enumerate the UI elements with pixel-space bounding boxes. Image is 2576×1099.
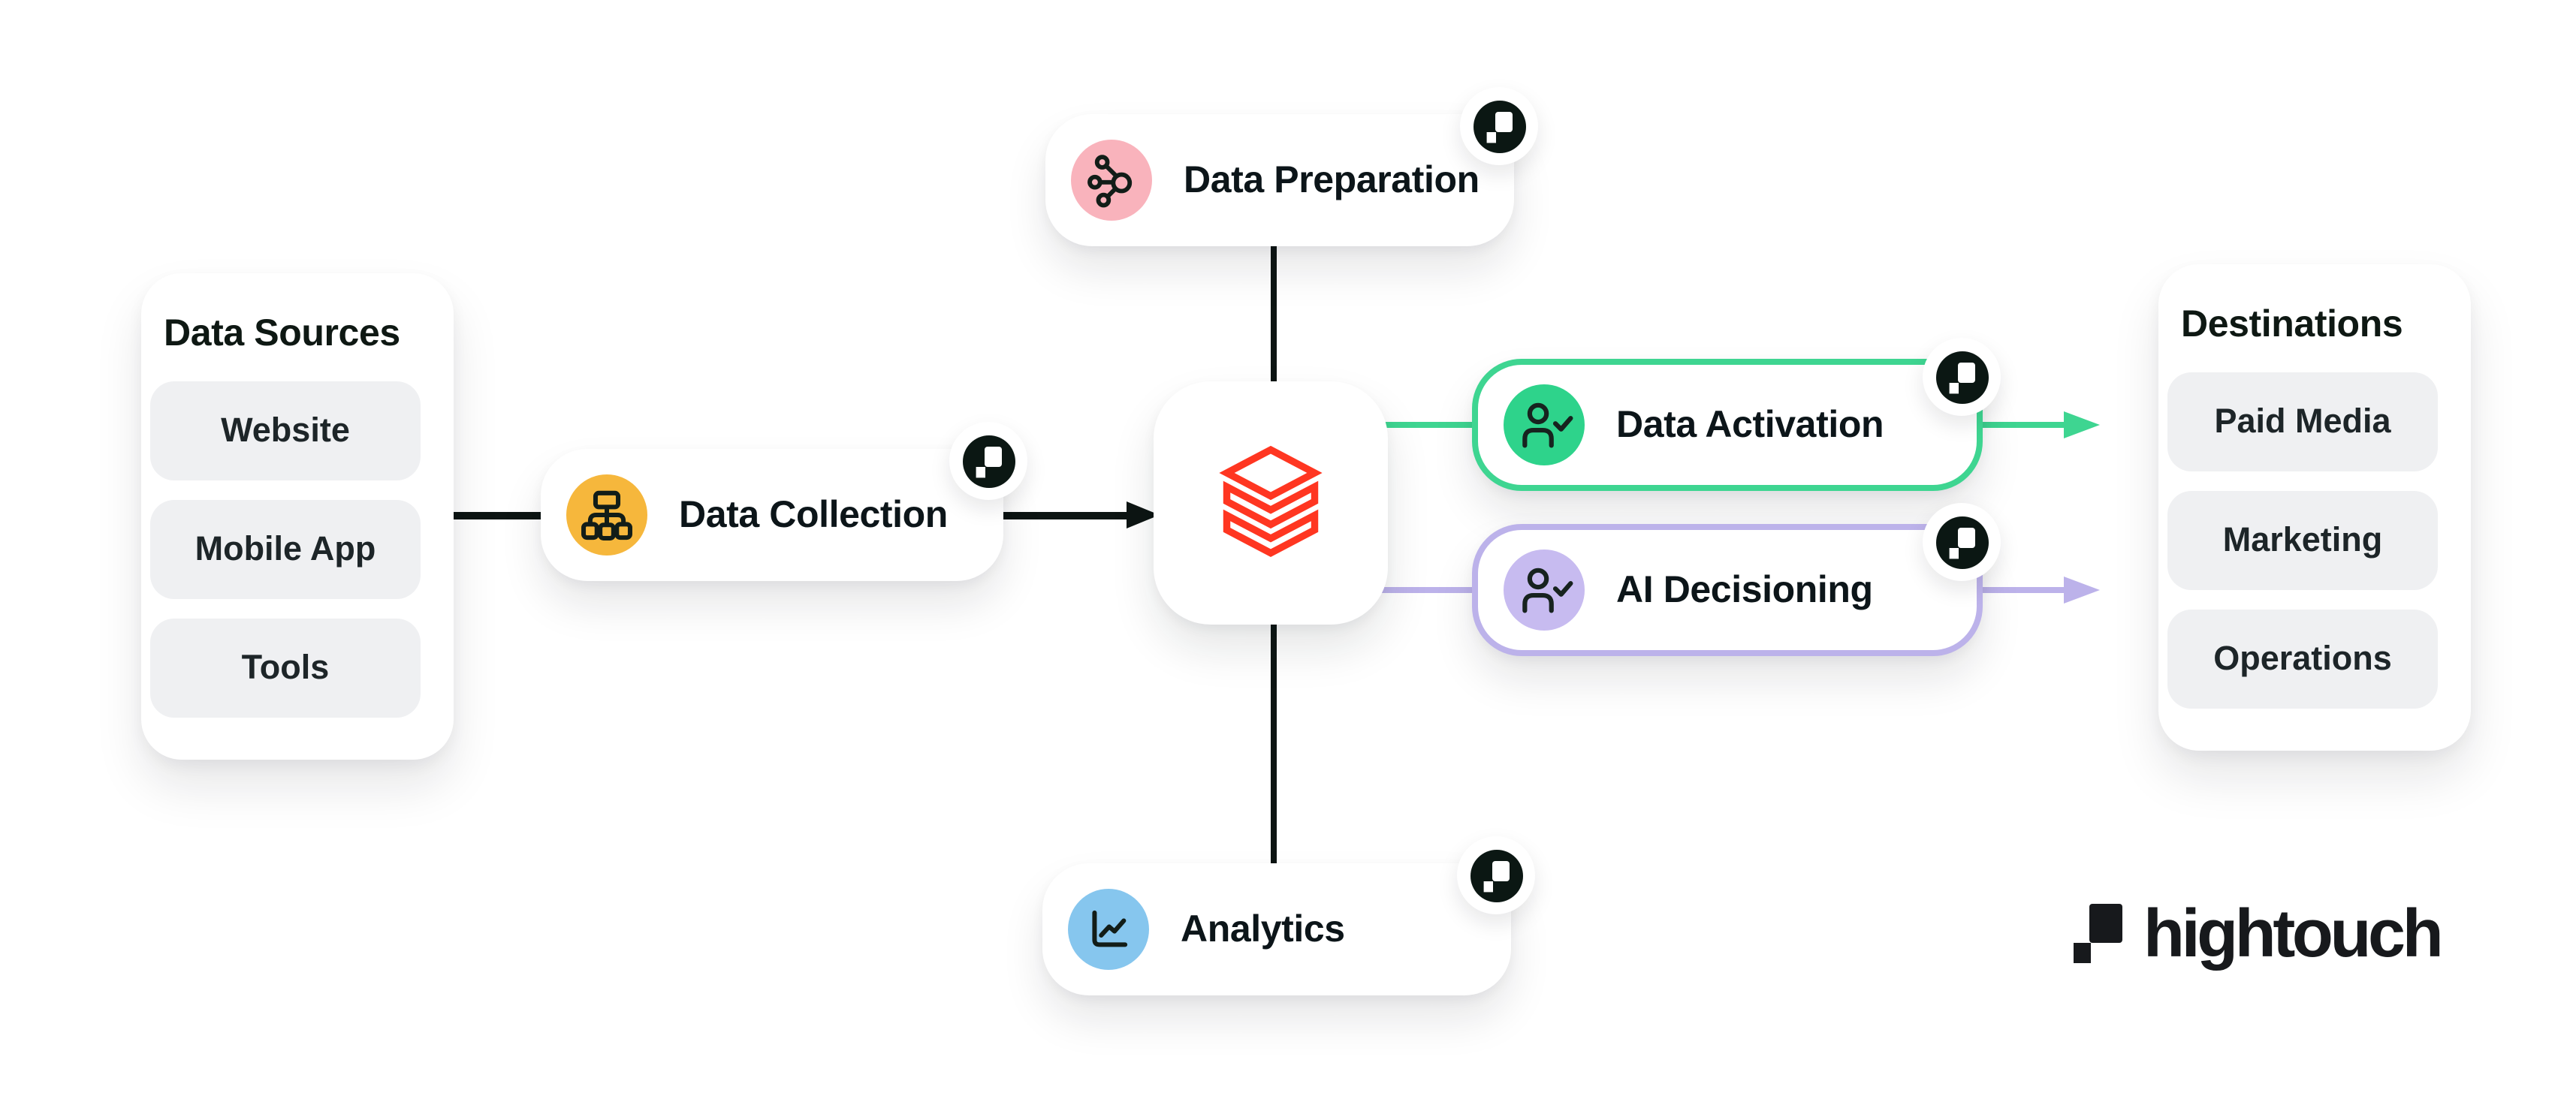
hightouch-mark-icon bbox=[1935, 351, 1988, 403]
user-check-icon bbox=[1504, 384, 1585, 465]
hightouch-wordmark: hightouch bbox=[2143, 895, 2444, 971]
hightouch-mark-icon bbox=[962, 435, 1015, 487]
node-ai-decisioning: AI Decisioning bbox=[1472, 503, 2001, 656]
databricks-logo bbox=[1219, 445, 1323, 558]
hightouch-logo: hightouch bbox=[2073, 895, 2444, 971]
hightouch-badge bbox=[1460, 87, 1538, 165]
node-label-ai-decisioning: AI Decisioning bbox=[1616, 568, 1873, 610]
databricks-tile bbox=[1154, 381, 1388, 625]
source-item-website: Website bbox=[150, 381, 421, 480]
hightouch-mark-icon bbox=[1935, 516, 1988, 568]
arrowhead-decisioning-to-destinations bbox=[2064, 576, 2100, 603]
node-label-data-collection: Data Collection bbox=[679, 493, 948, 535]
node-data-collection: Data Collection bbox=[541, 422, 1027, 581]
node-data-preparation: Data Preparation bbox=[1045, 87, 1538, 246]
connector-databricks-to-activation bbox=[1382, 421, 1475, 429]
data-sources-list: Website Mobile App Tools bbox=[150, 381, 421, 718]
destination-item-marketing: Marketing bbox=[2167, 491, 2438, 590]
connector-sources-to-collection bbox=[445, 512, 544, 519]
node-label-data-activation: Data Activation bbox=[1616, 403, 1884, 445]
destinations-card: Destinations Paid Media Marketing Operat… bbox=[2158, 264, 2471, 751]
sitemap-icon bbox=[566, 474, 647, 556]
node-analytics: Analytics bbox=[1042, 836, 1535, 995]
destination-item-paid-media: Paid Media bbox=[2167, 372, 2438, 471]
node-label-analytics: Analytics bbox=[1181, 908, 1345, 950]
hightouch-badge bbox=[1923, 338, 2001, 416]
user-check-icon bbox=[1504, 550, 1585, 631]
hub-network-icon bbox=[1071, 140, 1152, 221]
node-label-data-preparation: Data Preparation bbox=[1184, 158, 1480, 200]
hightouch-mark-icon bbox=[1470, 849, 1522, 902]
data-sources-title: Data Sources bbox=[164, 312, 400, 354]
line-chart-icon bbox=[1068, 889, 1149, 970]
hightouch-logo-mark-icon bbox=[2074, 904, 2122, 963]
data-sources-card: Data Sources Website Mobile App Tools bbox=[141, 273, 454, 760]
source-item-tools: Tools bbox=[150, 619, 421, 718]
hightouch-mark-icon bbox=[1473, 100, 1525, 152]
connector-decisioning-to-destinations bbox=[1980, 586, 2067, 594]
destination-item-operations: Operations bbox=[2167, 610, 2438, 709]
destinations-list: Paid Media Marketing Operations bbox=[2167, 372, 2438, 709]
destinations-title: Destinations bbox=[2181, 303, 2403, 345]
connector-databricks-to-decisioning bbox=[1382, 586, 1475, 594]
arrowhead-activation-to-destinations bbox=[2064, 411, 2100, 438]
hightouch-badge bbox=[949, 422, 1027, 500]
connector-collection-to-databricks bbox=[1003, 512, 1127, 519]
hightouch-badge bbox=[1923, 503, 2001, 581]
connector-activation-to-destinations bbox=[1980, 421, 2067, 429]
connector-preparation-to-databricks bbox=[1270, 246, 1277, 384]
connector-databricks-to-analytics bbox=[1270, 622, 1277, 863]
node-data-activation: Data Activation bbox=[1472, 338, 2001, 491]
source-item-mobile-app: Mobile App bbox=[150, 500, 421, 599]
hightouch-badge bbox=[1457, 836, 1535, 914]
